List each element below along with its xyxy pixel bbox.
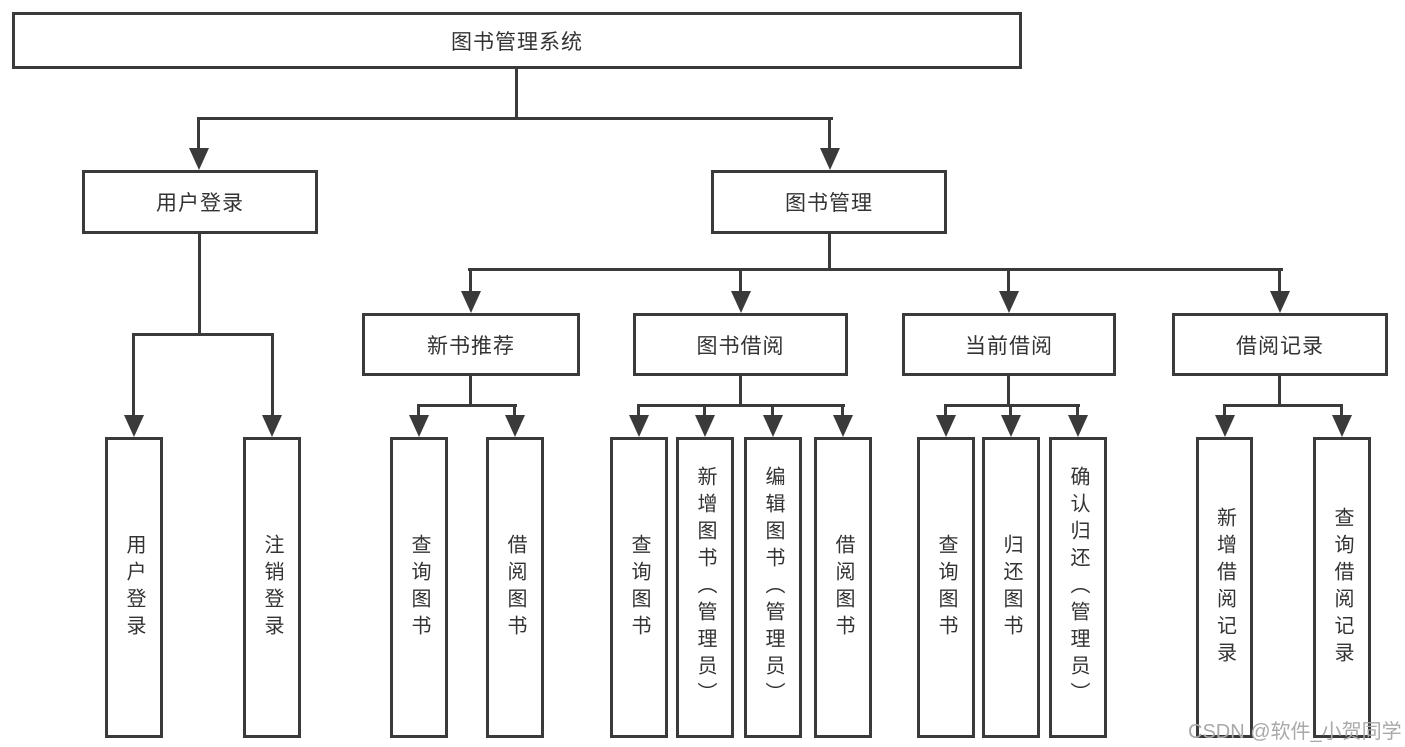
arrowhead-icon: [1001, 415, 1021, 437]
connector-line: [1278, 376, 1281, 406]
arrowhead-icon: [124, 415, 144, 437]
leaf-records-add-record: 新增借阅记录: [1196, 437, 1253, 738]
arrowhead-icon: [833, 415, 853, 437]
arrowhead-icon: [1332, 415, 1352, 437]
leaf-label: 确认归还（管理员）: [1067, 466, 1089, 709]
node-book-borrow: 图书借阅: [633, 313, 848, 376]
arrowhead-icon: [1215, 415, 1235, 437]
connector-line: [944, 404, 1080, 407]
leaf-label: 用户登录: [123, 533, 145, 642]
leaf-user-login: 用户登录: [105, 437, 163, 738]
node-current-borrow: 当前借阅: [902, 313, 1116, 376]
connector-line: [468, 268, 1283, 271]
leaf-label: 新增图书（管理员）: [694, 466, 716, 709]
arrowhead-icon: [1270, 291, 1290, 313]
arrowhead-icon: [820, 148, 840, 170]
watermark: CSDN @软件_小贺同学: [1188, 721, 1402, 743]
node-label: 新书推荐: [427, 334, 515, 358]
node-borrow-records: 借阅记录: [1172, 313, 1388, 376]
node-user-login: 用户登录: [82, 170, 318, 234]
leaf-current-query-book: 查询图书: [917, 437, 975, 738]
leaf-borrow-add-book: 新增图书（管理员）: [676, 437, 734, 738]
leaf-borrow-query-book: 查询图书: [610, 437, 668, 738]
arrowhead-icon: [262, 415, 282, 437]
connector-line: [1009, 404, 1012, 420]
leaf-current-return-book: 归还图书: [982, 437, 1040, 738]
connector-line: [197, 117, 200, 152]
arrowhead-icon: [695, 415, 715, 437]
arrowhead-icon: [505, 415, 525, 437]
node-library-system: 图书管理系统: [12, 12, 1022, 69]
leaf-label: 借阅图书: [504, 533, 526, 642]
arrowhead-icon: [409, 415, 429, 437]
leaf-label: 借阅图书: [832, 533, 854, 642]
leaf-current-confirm-return: 确认归还（管理员）: [1049, 437, 1107, 738]
connector-line: [515, 69, 518, 120]
node-new-book-recommend: 新书推荐: [362, 313, 580, 376]
connector-line: [739, 376, 742, 406]
connector-line: [703, 404, 706, 420]
connector-line: [637, 404, 845, 407]
connector-line: [1076, 404, 1079, 420]
node-label: 图书借阅: [696, 334, 785, 358]
node-label: 当前借阅: [965, 334, 1053, 358]
arrowhead-icon: [999, 291, 1019, 313]
leaf-newbook-query-book: 查询图书: [390, 437, 448, 738]
connector-line: [417, 404, 517, 407]
connector-line: [1278, 268, 1281, 294]
connector-line: [739, 268, 742, 294]
node-label: 图书管理: [785, 192, 873, 215]
leaf-label: 查询借阅记录: [1331, 506, 1353, 669]
arrowhead-icon: [461, 291, 481, 313]
node-label: 用户登录: [156, 192, 244, 215]
connector-line: [1007, 376, 1010, 406]
leaf-records-query-record: 查询借阅记录: [1313, 437, 1371, 738]
arrowhead-icon: [936, 415, 956, 437]
connector-line: [198, 234, 201, 335]
arrowhead-icon: [189, 148, 209, 170]
connector-line: [1007, 268, 1010, 294]
connector-line: [828, 117, 831, 152]
leaf-label: 查询图书: [408, 533, 430, 642]
node-book-management: 图书管理: [711, 170, 947, 234]
node-label: 借阅记录: [1236, 334, 1324, 358]
connector-line: [469, 376, 472, 406]
connector-line: [132, 333, 135, 419]
connector-line: [944, 404, 947, 420]
leaf-newbook-borrow-book: 借阅图书: [486, 437, 544, 738]
leaf-logout: 注销登录: [243, 437, 301, 738]
leaf-label: 查询图书: [935, 533, 957, 642]
leaf-label: 新增借阅记录: [1213, 506, 1236, 669]
arrowhead-icon: [763, 415, 783, 437]
leaf-label: 归还图书: [1000, 533, 1022, 642]
leaf-label: 查询图书: [628, 533, 650, 642]
connector-line: [271, 333, 274, 419]
arrowhead-icon: [1068, 415, 1088, 437]
leaf-label: 注销登录: [261, 533, 283, 642]
arrowhead-icon: [629, 415, 649, 437]
connector-line: [771, 404, 774, 420]
connector-line: [1223, 404, 1343, 407]
leaf-label: 编辑图书（管理员）: [762, 466, 784, 709]
connector-line: [1340, 404, 1343, 420]
connector-line: [132, 333, 274, 336]
connector-line: [637, 404, 640, 420]
arrowhead-icon: [731, 291, 751, 313]
leaf-borrow-borrow-book: 借阅图书: [814, 437, 872, 738]
connector-line: [417, 404, 420, 420]
connector-line: [828, 234, 831, 271]
leaf-borrow-edit-book: 编辑图书（管理员）: [744, 437, 802, 738]
connector-line: [841, 404, 844, 420]
node-label: 图书管理系统: [451, 30, 583, 54]
connector-line: [1223, 404, 1226, 420]
connector-line: [469, 268, 472, 294]
connector-line: [197, 117, 833, 120]
connector-line: [513, 404, 516, 420]
